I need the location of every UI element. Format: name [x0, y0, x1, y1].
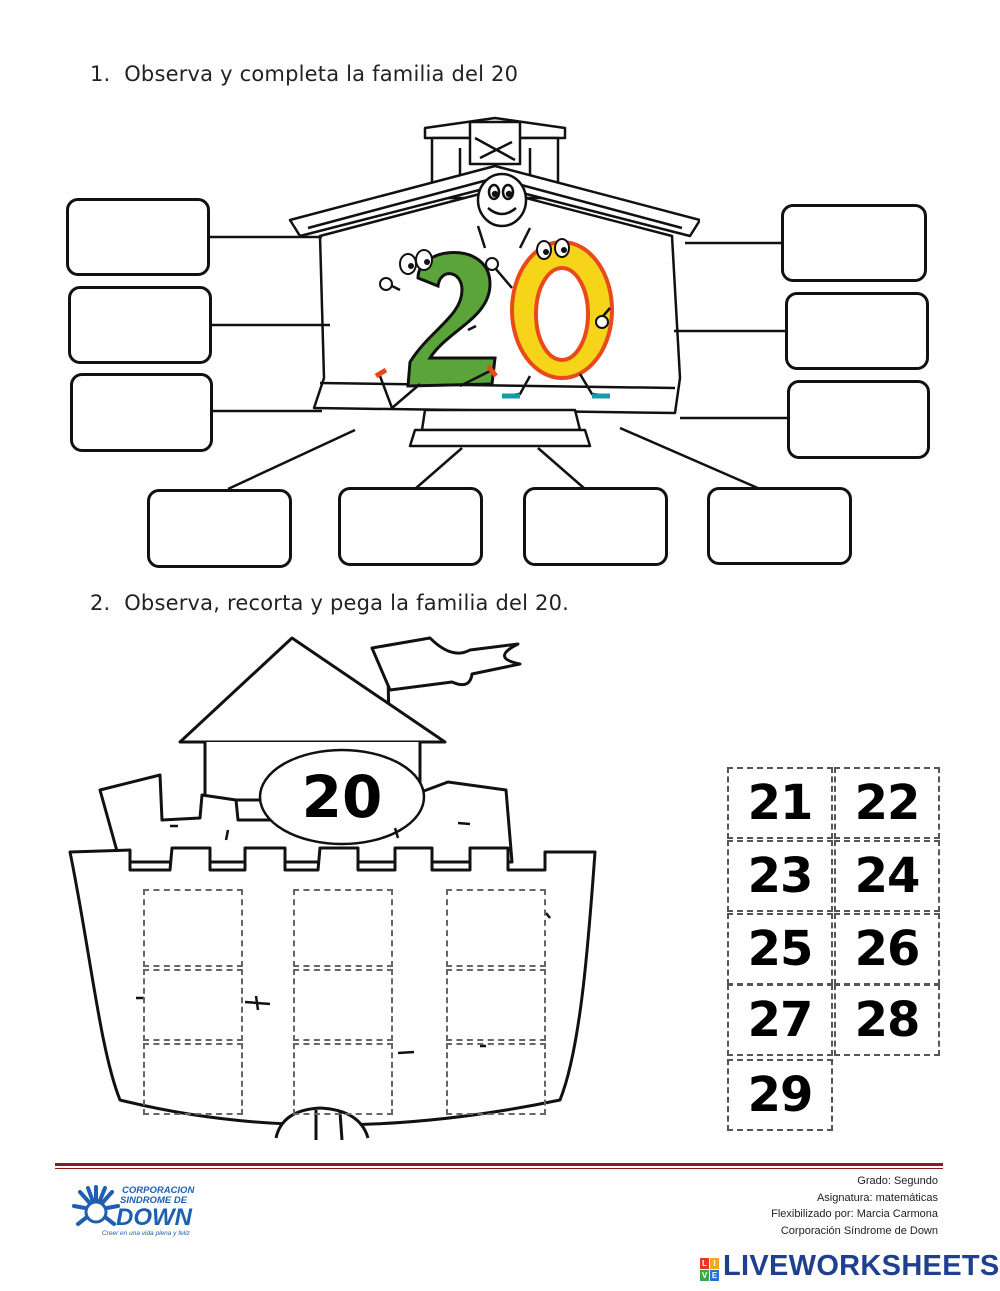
number-card[interactable]: 24 — [834, 840, 940, 912]
number-card[interactable]: 25 — [727, 913, 833, 985]
answer-box-bottom-4[interactable] — [707, 487, 852, 565]
number-card[interactable]: 22 — [834, 767, 940, 839]
answer-box-right-2[interactable] — [785, 292, 929, 370]
question-2-title: 2. Observa, recorta y pega la familia de… — [90, 591, 570, 615]
answer-box-bottom-3[interactable] — [523, 487, 668, 566]
question-1-title: 1. Observa y completa la familia del 20 — [90, 62, 519, 86]
castle-slot-2[interactable] — [293, 889, 393, 967]
credits-block: Grado: Segundo Asignatura: matemáticas F… — [771, 1173, 938, 1239]
answer-box-left-2[interactable] — [68, 286, 212, 364]
logo-tagline: Creer en una vida plena y feliz — [102, 1230, 190, 1237]
answer-box-bottom-2[interactable] — [338, 487, 483, 566]
live-tiles-icon: L I V E — [700, 1258, 719, 1281]
answer-box-right-3[interactable] — [787, 380, 930, 459]
number-card[interactable]: 28 — [834, 984, 940, 1056]
sunburst-icon — [72, 1185, 120, 1226]
castle-slot-3[interactable] — [446, 889, 546, 967]
character-two-icon — [374, 249, 498, 411]
liveworksheets-brand[interactable]: LIVEWORKSHEETS — [723, 1250, 1000, 1282]
school-house-illustration — [288, 116, 700, 448]
castle-slot-8[interactable] — [293, 1043, 393, 1115]
number-card[interactable]: 26 — [834, 913, 940, 985]
subject-label: Asignatura: matemáticas — [816, 1191, 938, 1204]
castle-slot-9[interactable] — [446, 1043, 546, 1115]
answer-box-bottom-1[interactable] — [147, 489, 292, 568]
character-zero-icon — [485, 238, 614, 399]
logo-line-3: DOWN — [116, 1204, 192, 1231]
number-card[interactable]: 27 — [727, 984, 833, 1056]
answer-box-left-1[interactable] — [66, 198, 210, 276]
answer-box-right-1[interactable] — [781, 204, 927, 282]
castle-slot-4[interactable] — [143, 969, 243, 1041]
connector-lines — [210, 235, 789, 491]
castle-number: 20 — [302, 763, 383, 831]
adapted-by-label: Flexibilizado por: Marcia Carmona — [771, 1208, 938, 1220]
castle-slot-5[interactable] — [293, 969, 393, 1041]
logo-line-1: CORPORACION — [122, 1185, 195, 1196]
organization-logo: CORPORACION SINDROME DE DOWN Creer en un… — [70, 1182, 220, 1242]
castle-illustration: 20 — [68, 636, 597, 1141]
grade-label: Grado: Segundo — [857, 1175, 938, 1187]
number-card[interactable]: 23 — [727, 840, 833, 912]
castle-slot-7[interactable] — [143, 1043, 243, 1115]
castle-slot-1[interactable] — [143, 889, 243, 967]
number-card[interactable]: 21 — [727, 767, 833, 839]
answer-box-left-3[interactable] — [70, 373, 213, 452]
logo-line-2: SINDROME DE — [120, 1195, 188, 1206]
footer-divider-thin — [55, 1168, 943, 1169]
organization-label: Corporación Síndrome de Down — [780, 1224, 938, 1237]
number-card[interactable]: 29 — [727, 1059, 833, 1131]
castle-slot-6[interactable] — [446, 969, 546, 1041]
footer-divider — [55, 1163, 943, 1166]
